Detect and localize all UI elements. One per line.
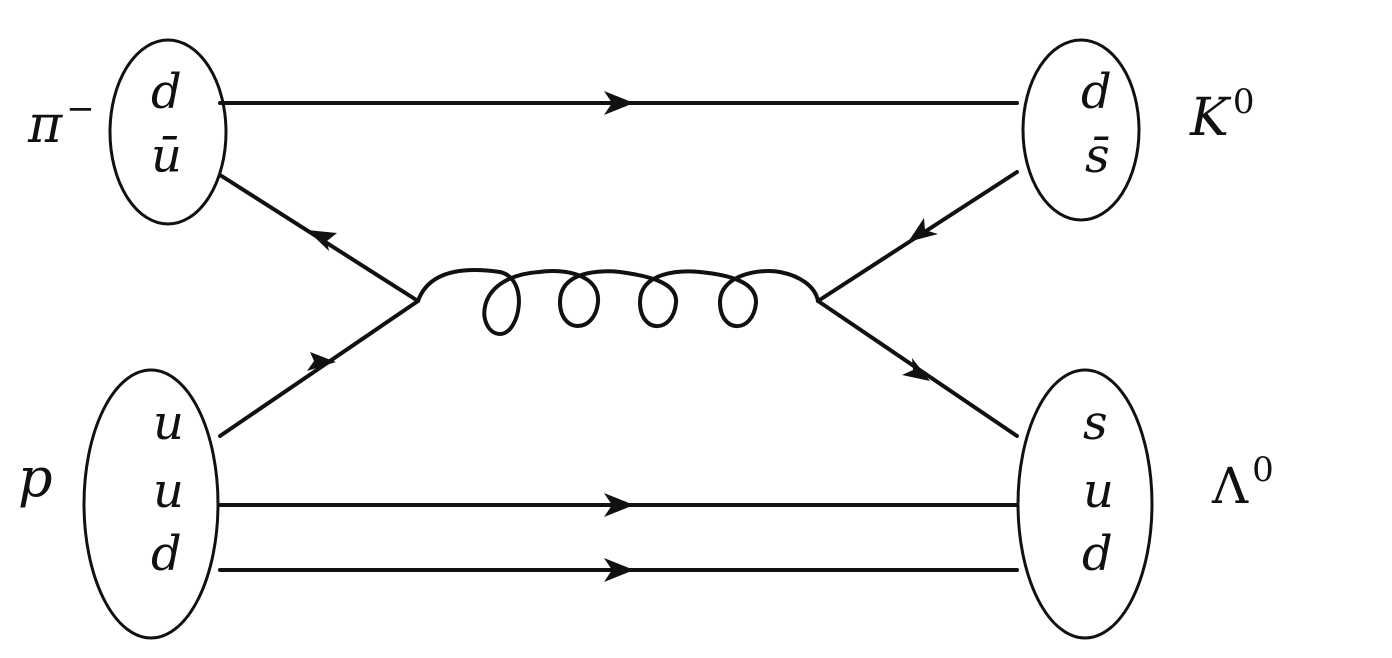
proton-label: p [18,446,53,509]
lambda-symbol: Λ [1211,457,1249,515]
pion-blob [108,38,228,226]
arrow-antis [908,218,938,242]
pion-symbol: π [27,95,63,155]
u-quark-line-incoming [218,299,420,438]
proton-blob [82,368,220,640]
arrow-right-top [604,91,634,115]
kaon-blob [1021,38,1141,222]
kaon-symbol: K [1189,88,1232,148]
kaon-quark-d: d [1081,64,1112,120]
proton-quark-d: d [151,526,182,582]
pion-quark-antiu: ū [151,128,182,184]
pion-quark-d: d [151,64,182,120]
lambda-quark-d: d [1082,526,1113,582]
gluon-propagator [416,268,820,337]
arrow-u-incoming [307,352,336,371]
kaon-charge: 0 [1233,82,1255,122]
proton-quark-u-top: u [153,395,184,451]
lambda-charge: 0 [1252,450,1274,490]
proton-quark-u-middle: u [153,463,184,519]
lambda-quark-u: u [1083,463,1114,519]
pion-label: π − [27,89,95,155]
arrow-s-outgoing [902,358,930,381]
arrow-right-bottom [604,558,634,582]
kaon-label: K 0 [1189,82,1255,148]
arrow-antiu [307,230,337,251]
pion-charge: − [66,89,95,129]
lambda-label: Λ 0 [1211,450,1274,515]
arrow-right-middle [604,493,634,517]
lambda-quark-s: s [1083,395,1108,451]
kaon-quark-antis: s̄ [1085,128,1110,184]
